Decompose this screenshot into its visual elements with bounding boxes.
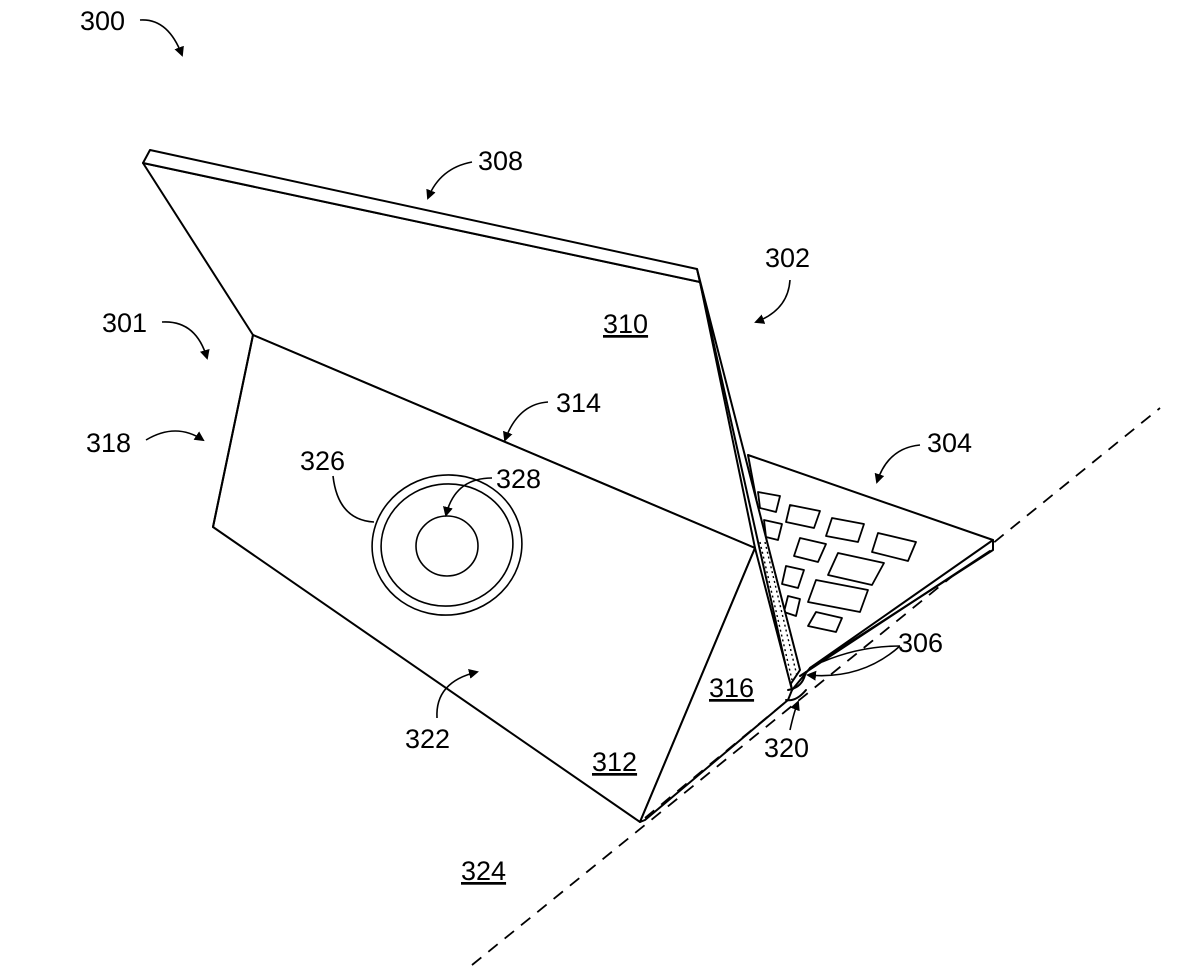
leader-320	[789, 700, 800, 731]
label-300: 300	[80, 6, 125, 36]
leader-304	[874, 444, 921, 484]
leader-318	[145, 430, 205, 442]
leader-301	[161, 321, 210, 360]
key	[807, 611, 843, 633]
label-318: 318	[86, 428, 131, 458]
key	[807, 579, 869, 613]
key	[827, 552, 885, 586]
hinge-side-panel	[639, 547, 807, 823]
key	[825, 517, 865, 543]
label-316: 316	[709, 673, 754, 703]
tablet-display	[142, 149, 801, 686]
label-312: 312	[592, 747, 637, 777]
leader-306	[806, 645, 901, 681]
key	[785, 504, 821, 529]
key	[781, 565, 805, 589]
label-310: 310	[603, 309, 648, 339]
middle-ring	[380, 483, 514, 607]
leader-300	[139, 19, 184, 57]
key	[757, 491, 781, 513]
outer-ring	[371, 474, 523, 616]
label-314: 314	[556, 388, 601, 418]
key	[871, 532, 917, 562]
support-surface-line	[471, 407, 1161, 966]
leader-314	[503, 401, 549, 442]
label-308: 308	[478, 146, 523, 176]
label-320: 320	[764, 733, 809, 763]
label-326: 326	[300, 446, 345, 476]
label-324: 324	[461, 856, 506, 886]
label-304: 304	[927, 428, 972, 458]
leader-306b	[821, 645, 901, 663]
label-322: 322	[405, 724, 450, 754]
label-328: 328	[496, 464, 541, 494]
reference-labels: 300 308 302 301 310 314 318 304 326 328 …	[80, 6, 972, 886]
label-301: 301	[102, 308, 147, 338]
label-302: 302	[765, 243, 810, 273]
leader-302	[754, 279, 791, 324]
leader-326	[332, 475, 375, 523]
leader-328	[443, 477, 493, 517]
keyboard-keys	[757, 491, 917, 633]
label-306: 306	[898, 628, 943, 658]
key	[793, 537, 827, 563]
leader-lines	[139, 19, 921, 731]
leader-308	[426, 161, 473, 200]
key	[783, 595, 801, 617]
leader-322	[436, 668, 479, 719]
